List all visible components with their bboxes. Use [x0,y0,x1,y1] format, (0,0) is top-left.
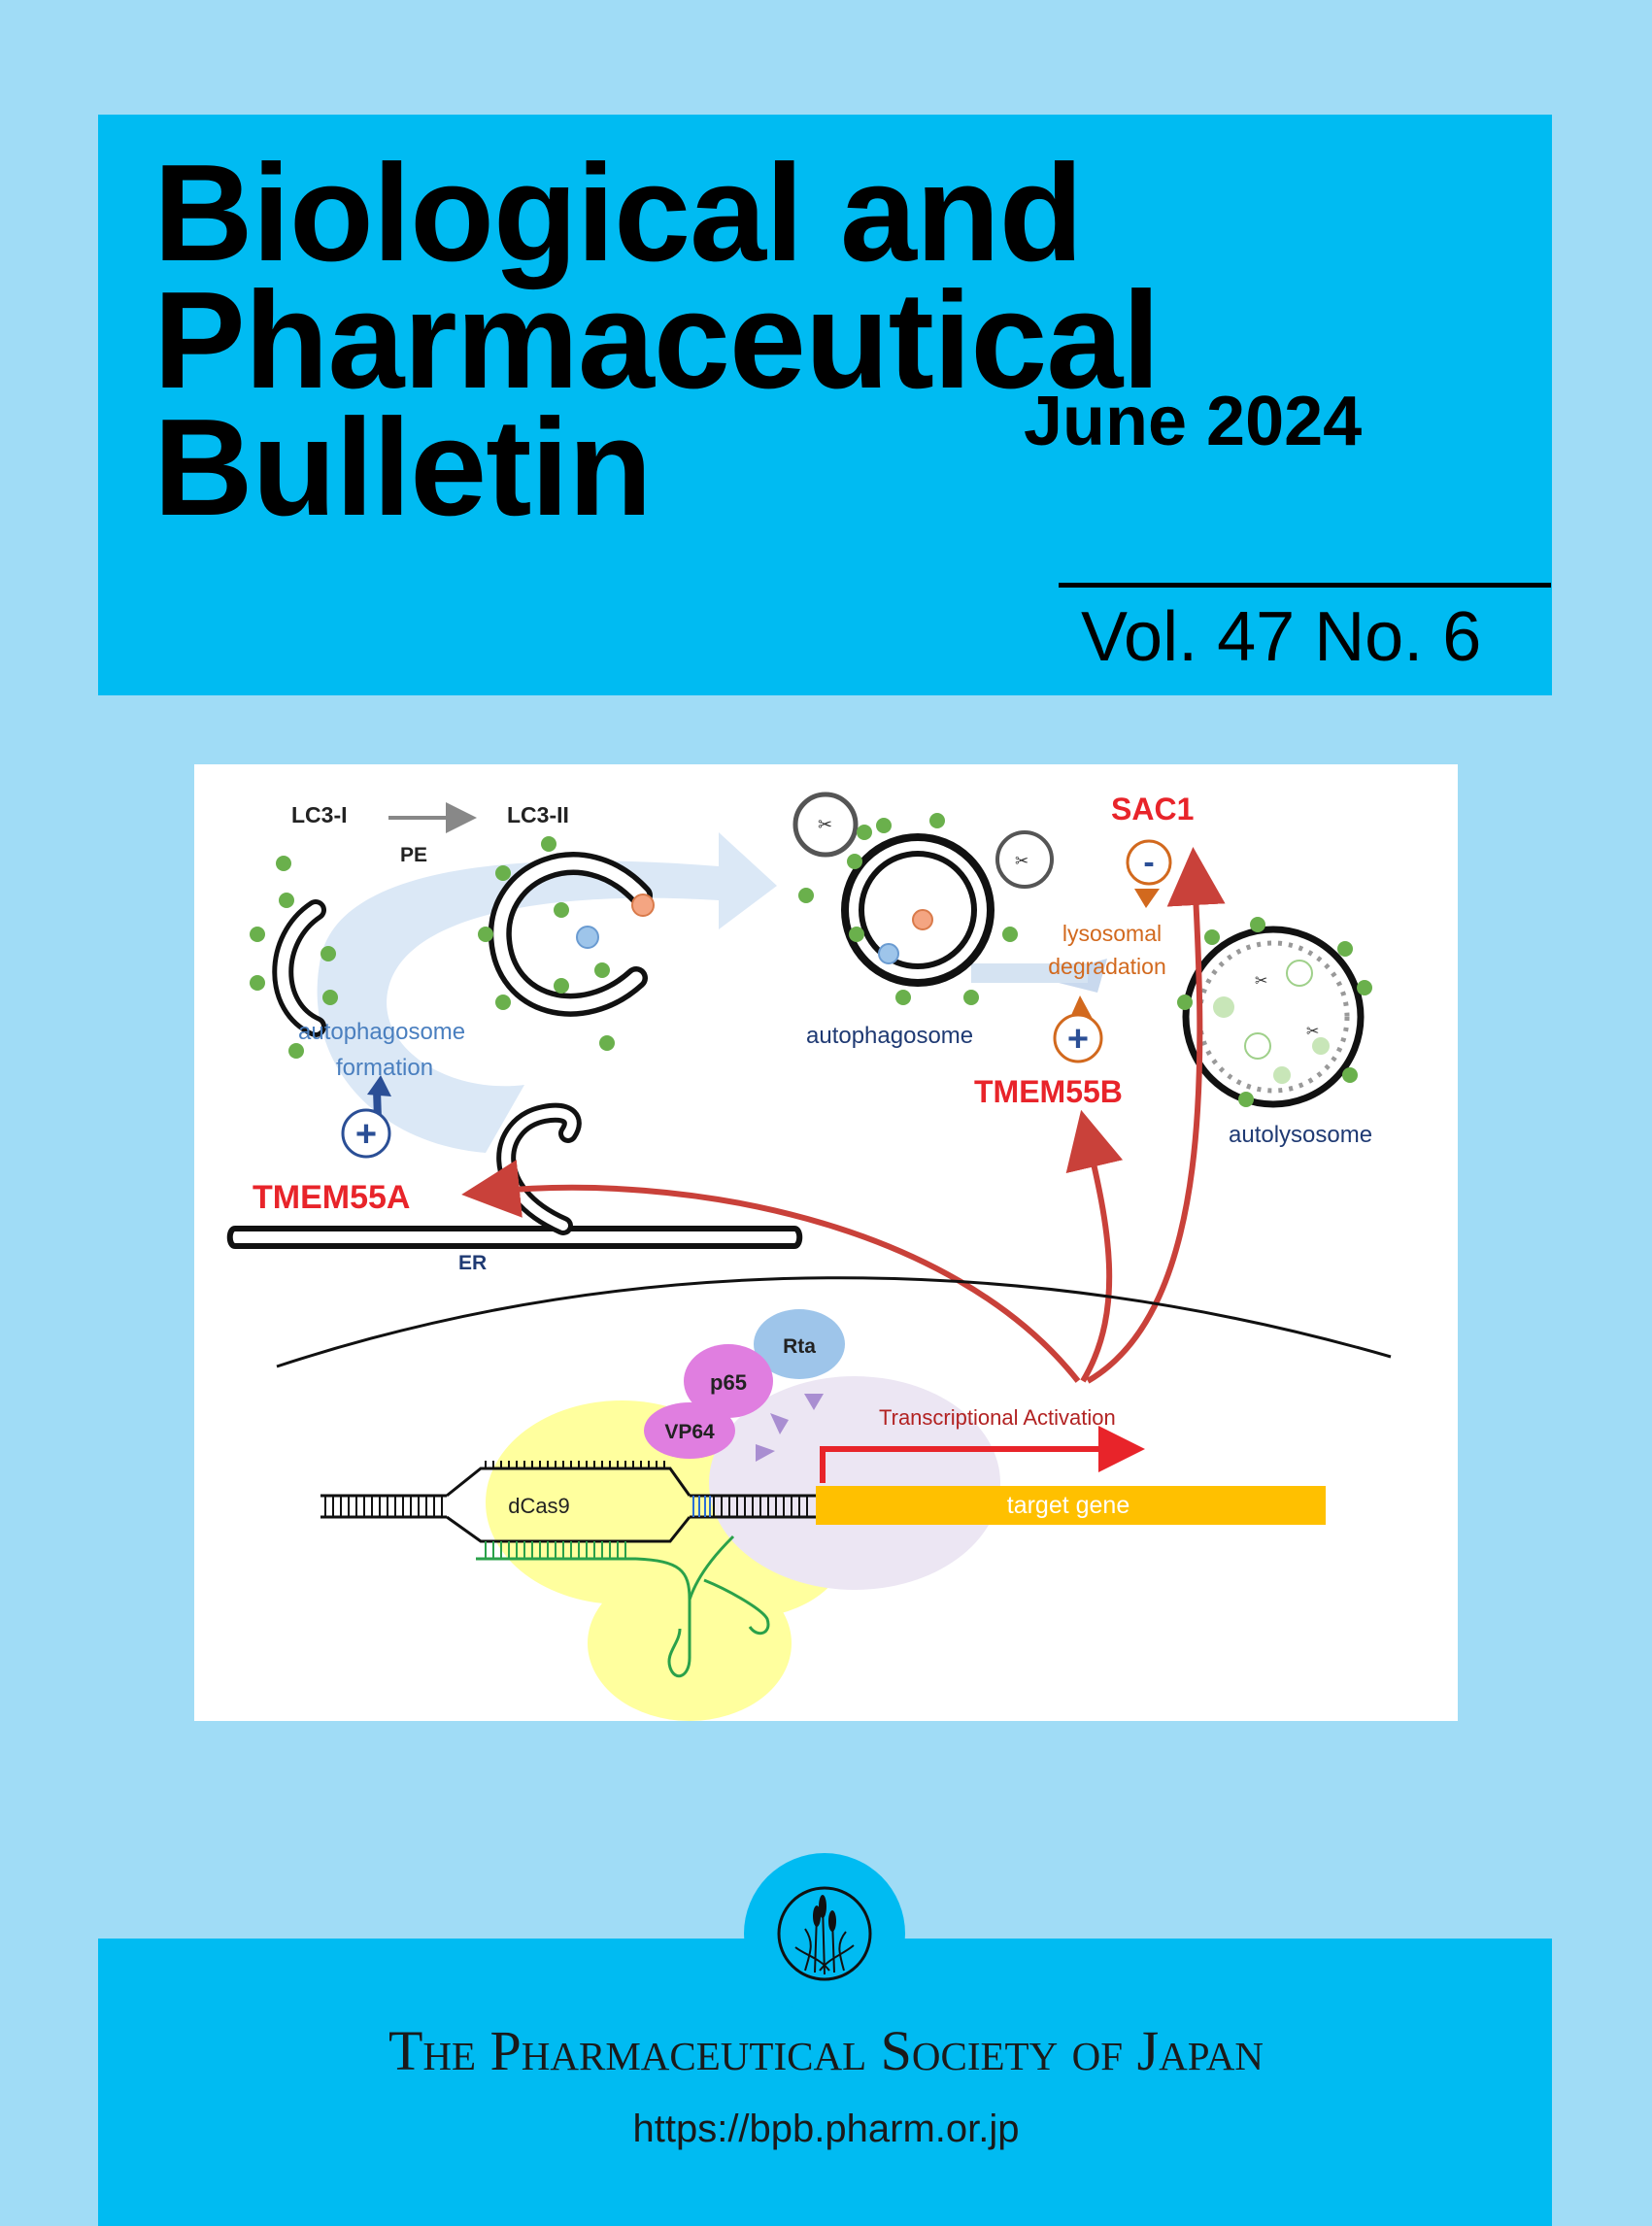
cargo-blue [576,926,599,949]
vp64-blob [644,1402,735,1459]
activation-arrow-sac1 [1086,847,1226,1384]
sac1-label: SAC1 [1111,792,1194,826]
pam-site [692,1496,711,1517]
title-panel: Biological and Pharmaceutical Bulletin [98,115,1552,695]
lc3-dots-1 [250,856,338,1059]
activation-arrow-tmem55a [461,1160,1081,1383]
p65-blob [684,1344,773,1418]
issue-date: June 2024 [1024,383,1363,460]
lysosome-1 [792,792,859,858]
lc3-dots-2 [478,836,615,1051]
cover-illustration: LC3-I LC3-II PE autophagosome formation … [226,792,1392,1721]
autolysosome-label: autolysosome [1229,1122,1372,1148]
dna-rungs [324,1496,808,1517]
journal-url[interactable]: https://bpb.pharm.or.jp [632,2108,1020,2150]
activation-arrow-tmem55b [1065,1109,1124,1383]
journal-title-line-3: Bulletin [153,390,653,545]
rta-label: Rta [783,1335,816,1358]
lc3-i-label: LC3-I [291,802,348,827]
journal-title-line-1: Biological and [153,136,1083,290]
plus-symbol-b: + [1067,1019,1089,1060]
lc3-ii-label: LC3-II [507,802,569,827]
target-gene-bar [816,1486,1326,1525]
tmem55b-label: TMEM55B [974,1074,1123,1109]
cover-figure: LC3-I LC3-II PE autophagosome formation … [194,764,1458,1721]
degradation-label: degradation [1048,954,1166,979]
rta-blob [754,1309,845,1379]
transcriptional-activation-label: Transcriptional Activation [879,1405,1116,1430]
er-label: ER [458,1252,487,1274]
plus-circle-formation [341,1108,391,1159]
dcas9-bubble [446,1467,691,1543]
autophagosome-formation-label-1: autophagosome [298,1019,465,1045]
lysosome-2 [995,830,1054,889]
plus-symbol: + [355,1114,377,1155]
journal-title-line-2: Pharmaceutical [153,263,1161,418]
svg-text:✂: ✂ [1306,1022,1319,1040]
dcas9-label: dCas9 [508,1494,570,1518]
tmem55a-label: TMEM55A [253,1179,410,1216]
sac1-inhibition-arrow [1134,889,1160,908]
plus-circle-tmem55b [1053,1013,1103,1063]
pe-label: PE [400,844,427,866]
lc3-dots-3 [798,813,1018,1005]
vp64-label: VP64 [664,1421,715,1443]
society-name: The Pharmaceutical Society of Japan [388,2019,1264,2082]
lc3-dots-4 [1177,917,1372,1107]
autophagosome-formation-arrow [317,832,777,1153]
cargo-orange [631,894,655,917]
degradation-flow-bar [971,963,1088,983]
svg-text:✂: ✂ [1255,971,1267,990]
target-gene-label: target gene [1007,1492,1130,1519]
lysosomal-label: lysosomal [1062,921,1162,946]
guide-rna [476,1535,770,1678]
volume-issue: Vol. 47 No. 6 [1081,598,1482,676]
activator-arrows [756,1394,824,1462]
p65-label: p65 [710,1370,747,1395]
nuclear-envelope [276,1276,1392,1368]
reed-icon [777,1886,872,1981]
autolysosome [1182,926,1365,1108]
issue-divider [1059,583,1551,588]
minus-symbol: - [1143,844,1154,881]
transcription-arrow [820,1426,1145,1483]
svg-text:✂: ✂ [1015,852,1028,871]
autophagosome-label: autophagosome [806,1023,973,1049]
svg-text:✂: ✂ [818,815,832,835]
er-membrane [226,1226,803,1249]
society-logo [744,1853,905,2014]
autophagosome-inner [859,851,977,969]
autophagosome-formation-label-2: formation [336,1055,433,1081]
